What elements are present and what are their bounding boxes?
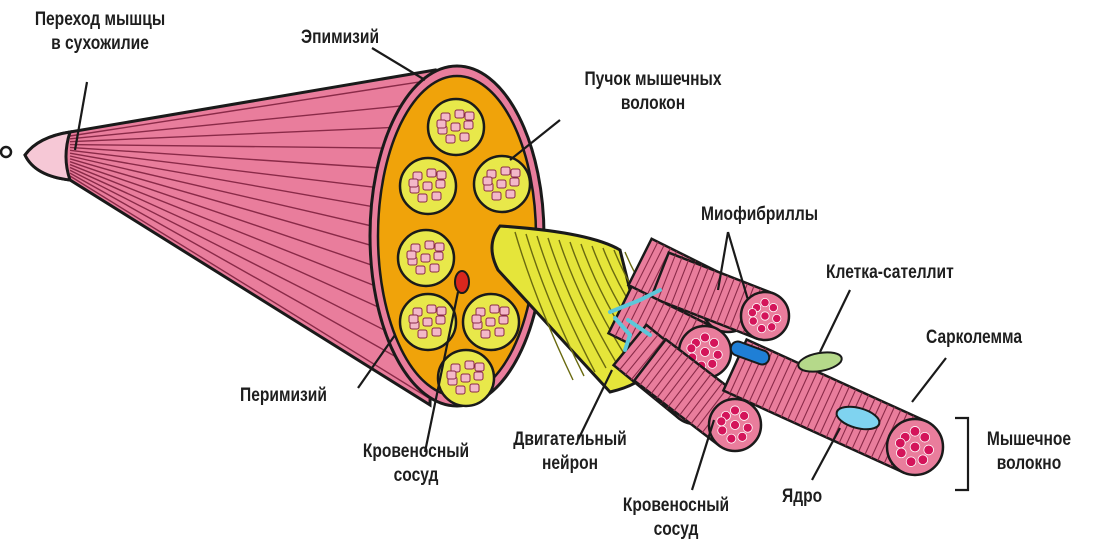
label-satellite-cell: Клетка-сателлит [826,261,954,285]
label-fascicle: Пучок мышечных волокон [575,68,731,116]
label-blood-vessel-1: Кровеносный сосуд [350,440,481,488]
fascicle-cross-section [400,158,456,214]
label-blood-vessel-2: Кровеносный сосуд [610,494,741,542]
fascicle-cross-section [474,156,530,212]
fascicle-cross-section [463,294,519,350]
label-sarcolemma: Сарколемма [926,326,1022,350]
label-motor-neuron: Двигательный нейрон [504,428,635,476]
label-nucleus: Ядро [782,485,822,509]
label-muscle-fiber: Мышечное волокно [977,428,1080,476]
satellite-cell [797,349,843,374]
label-myofibrils: Миофибриллы [701,203,818,227]
fascicle-cross-section [398,230,454,286]
label-epimysium: Эпимизий [301,26,379,50]
cross-section-vessel [455,271,469,293]
fascicle-cross-section [438,350,494,406]
label-tendon-transition: Переход мышцы в сухожилие [28,8,172,56]
fascicle-cross-section [428,99,484,155]
label-perimysium: Перимизий [240,384,327,408]
tendon [25,132,70,180]
